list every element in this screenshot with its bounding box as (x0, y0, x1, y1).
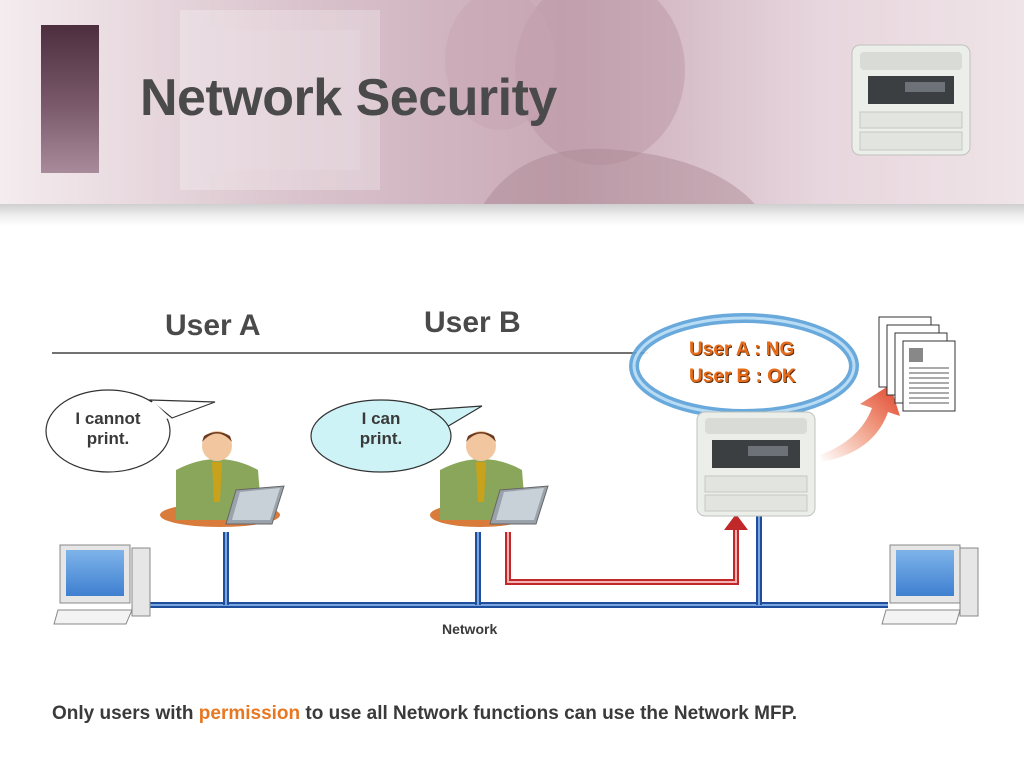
bubble-a-line2: print. (86, 429, 130, 448)
speech-bubble-user-b (310, 399, 483, 473)
mfp-printer-icon (696, 411, 816, 517)
user-a-label: User A (165, 309, 261, 342)
footer-text-before: Only users with (52, 703, 199, 724)
permission-user-b: User B : OK (689, 366, 796, 387)
header-shadow (0, 204, 1024, 226)
user-a-figure (160, 431, 285, 527)
title-accent-bar (41, 25, 99, 173)
bubble-b-line1: I can (361, 409, 401, 428)
bubble-a-line1: I cannot (75, 409, 141, 428)
bubble-b-line2: print. (359, 429, 403, 448)
page-title: Network Security (140, 69, 557, 127)
header-printer-icon (851, 44, 971, 156)
bubble-a-text: I cannot print. (58, 409, 158, 449)
speech-bubble-user-a (45, 389, 216, 473)
footer-highlight: permission (198, 703, 301, 724)
print-path-arrow (505, 514, 748, 585)
footer-text-after: to use all Network functions can use the… (300, 703, 798, 724)
printed-documents-icon (878, 316, 956, 412)
footer-caption: Only users with permission to use all Ne… (52, 703, 797, 725)
computer-left-icon (53, 544, 151, 625)
user-b-figure (430, 431, 549, 527)
network-label: Network (442, 621, 498, 637)
permission-user-a: User A : NG (689, 339, 795, 360)
output-arrow (820, 385, 900, 462)
computer-right-icon (881, 544, 979, 625)
header-photo-graphic (180, 0, 760, 210)
user-b-label: User B (424, 306, 521, 339)
bubble-b-text: I can print. (331, 409, 431, 449)
